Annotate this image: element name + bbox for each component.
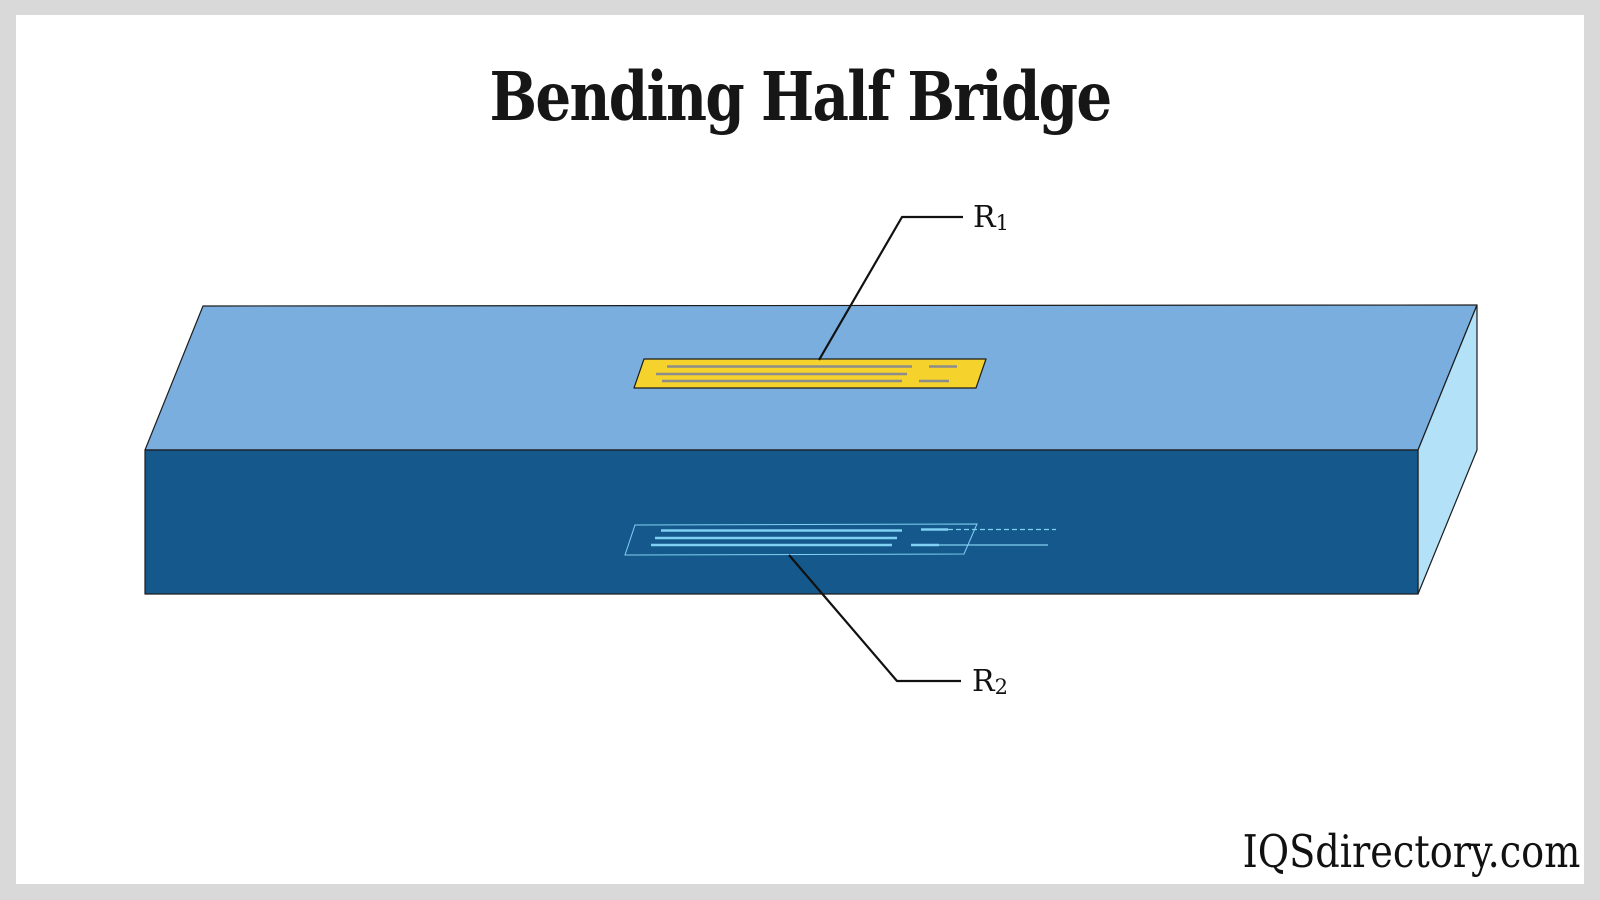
strain-gauge-r2-grid	[651, 528, 948, 547]
diagram-canvas: Bending Half Bridge	[16, 15, 1584, 884]
strain-gauge-r1	[633, 358, 987, 389]
diagram-title: Bending Half Bridge	[489, 57, 1113, 136]
strain-gauge-r2-outline	[624, 523, 978, 556]
r1-leader-line	[818, 215, 963, 361]
strain-gauge-r1-grid	[656, 365, 957, 383]
r1-label-subscript: 1	[996, 211, 1009, 235]
strain-gauge-r2	[624, 523, 1056, 556]
r2-label-base: R	[972, 664, 996, 699]
r2-label-subscript: 2	[995, 675, 1008, 699]
leader-lines	[788, 215, 963, 683]
r1-label: R1	[973, 200, 1009, 235]
watermark: IQSdirectory.com	[1242, 825, 1580, 878]
bending-half-bridge-diagram: R1 R2	[144, 200, 1478, 699]
r1-label-base: R	[973, 200, 997, 235]
beam	[144, 304, 1478, 595]
r2-leader-line	[788, 554, 961, 683]
beam-front-face	[144, 449, 1419, 595]
strain-gauge-r2-leads	[939, 528, 1056, 546]
r2-label: R2	[972, 664, 1008, 699]
